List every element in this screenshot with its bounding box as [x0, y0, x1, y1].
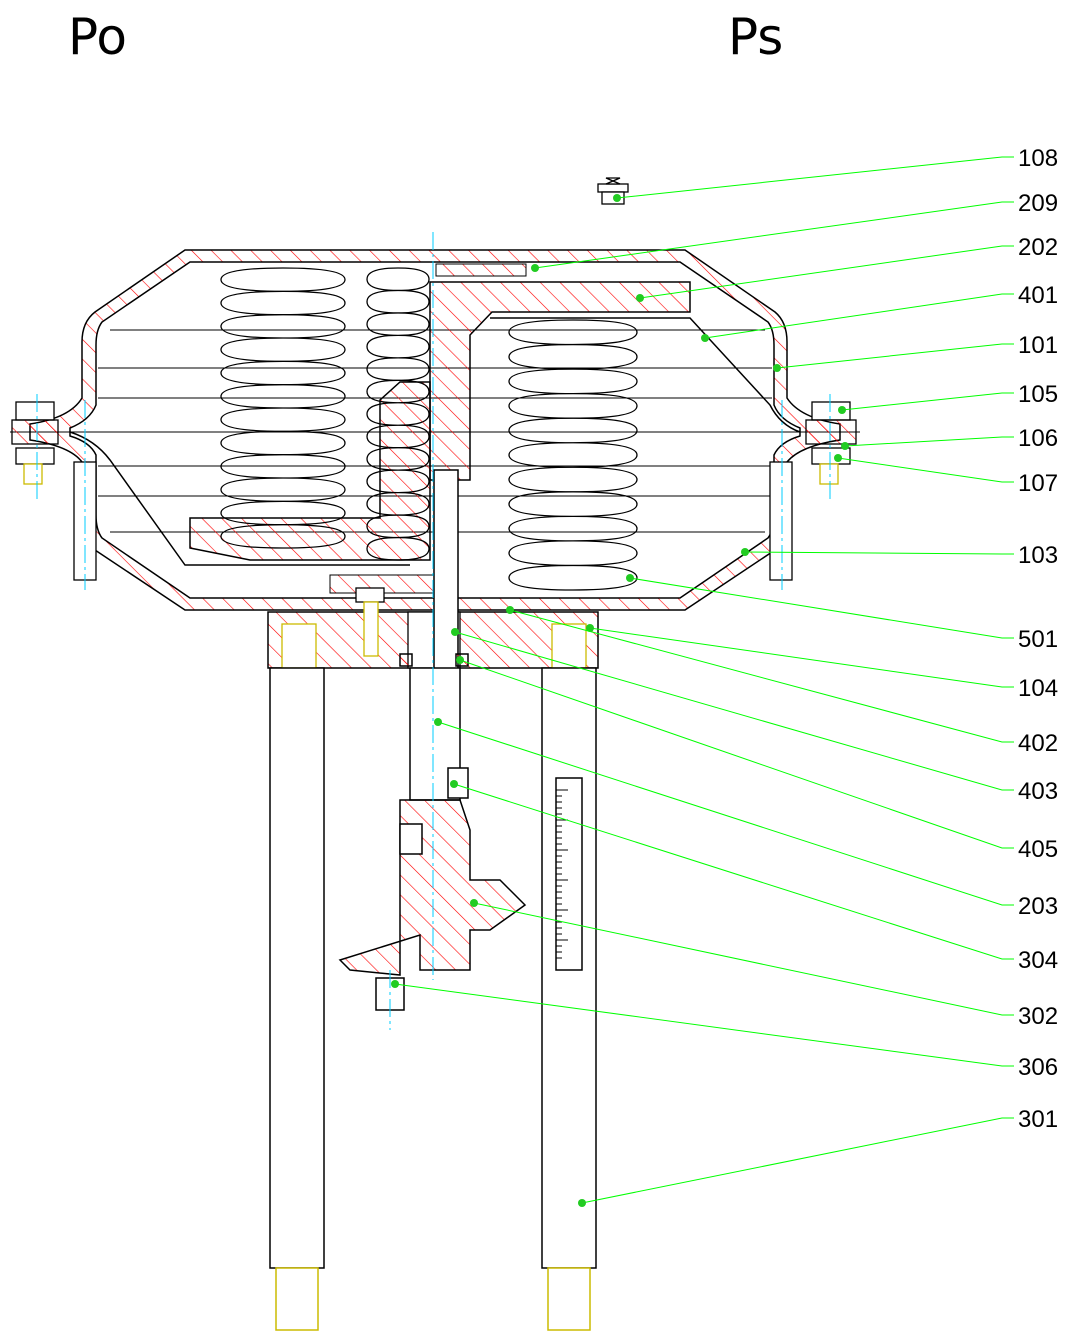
callout-label-302: 302	[1018, 1003, 1058, 1030]
callout-dot-306	[391, 980, 399, 988]
callout-label-108: 108	[1018, 145, 1058, 172]
callout-dot-501	[626, 574, 634, 582]
callout-dot-403	[451, 628, 459, 636]
callout-dot-104	[586, 624, 594, 632]
callout-label-101: 101	[1018, 332, 1058, 359]
leader-line-405	[459, 659, 1014, 849]
leader-line-103	[744, 551, 1014, 555]
spring-coil	[508, 319, 638, 591]
callout-label-203: 203	[1018, 893, 1058, 920]
leader-line-403	[454, 631, 1014, 791]
leader-line-105	[841, 392, 1014, 411]
leader-line-108	[616, 156, 1014, 199]
leader-line-402	[509, 609, 1014, 743]
callout-dot-304	[450, 780, 458, 788]
callout-dot-405	[456, 656, 464, 664]
callout-dot-107	[834, 454, 842, 462]
label-ps: Ps	[728, 8, 784, 66]
callout-label-209: 209	[1018, 190, 1058, 217]
yoke-legs	[269, 667, 597, 1331]
leader-line-302	[473, 902, 1014, 1016]
callout-dot-103	[741, 548, 749, 556]
callout-label-501: 501	[1018, 626, 1058, 653]
leader-line-104	[589, 627, 1014, 688]
callout-dot-105	[838, 406, 846, 414]
callout-dot-402	[506, 606, 514, 614]
vent-plug	[597, 177, 629, 205]
spring-coil	[366, 267, 430, 561]
leader-line-107	[837, 457, 1014, 483]
callout-label-107: 107	[1018, 470, 1058, 497]
callout-label-103: 103	[1018, 542, 1058, 569]
callout-dot-401	[701, 334, 709, 342]
leader-line-401	[704, 293, 1014, 339]
stem-assembly	[338, 469, 527, 1011]
leader-line-209	[534, 201, 1014, 269]
leader-line-101	[776, 343, 1014, 369]
callout-dot-209	[531, 264, 539, 272]
callout-dot-108	[613, 194, 621, 202]
leader-line-106	[844, 436, 1014, 447]
spring-coil	[220, 267, 346, 549]
callout-label-401: 401	[1018, 282, 1058, 309]
callouts: 108 209 202 401 101 105 106 107 103 501 104 402 403 4…	[391, 145, 1058, 1207]
callout-dot-301	[578, 1199, 586, 1207]
callout-label-202: 202	[1018, 234, 1058, 261]
leader-line-202	[639, 245, 1014, 299]
callout-dot-302	[470, 899, 478, 907]
callout-label-105: 105	[1018, 381, 1058, 408]
springs	[220, 267, 638, 591]
callout-label-106: 106	[1018, 425, 1058, 452]
callout-label-403: 403	[1018, 778, 1058, 805]
leader-line-203	[437, 721, 1014, 906]
callout-dot-101	[773, 364, 781, 372]
leader-line-301	[581, 1117, 1014, 1204]
label-po: Po	[68, 8, 127, 66]
leader-line-306	[394, 983, 1014, 1067]
callout-dot-203	[434, 718, 442, 726]
callout-dot-106	[841, 442, 849, 450]
flange-bolts	[11, 401, 857, 581]
callout-label-104: 104	[1018, 675, 1058, 702]
callout-label-405: 405	[1018, 836, 1058, 863]
callout-label-301: 301	[1018, 1106, 1058, 1133]
leader-line-304	[453, 783, 1014, 960]
callout-label-304: 304	[1018, 947, 1058, 974]
callout-label-402: 402	[1018, 730, 1058, 757]
callout-label-306: 306	[1018, 1054, 1058, 1081]
callout-dot-202	[636, 294, 644, 302]
leader-line-501	[629, 577, 1014, 639]
centerlines	[36, 232, 831, 1030]
